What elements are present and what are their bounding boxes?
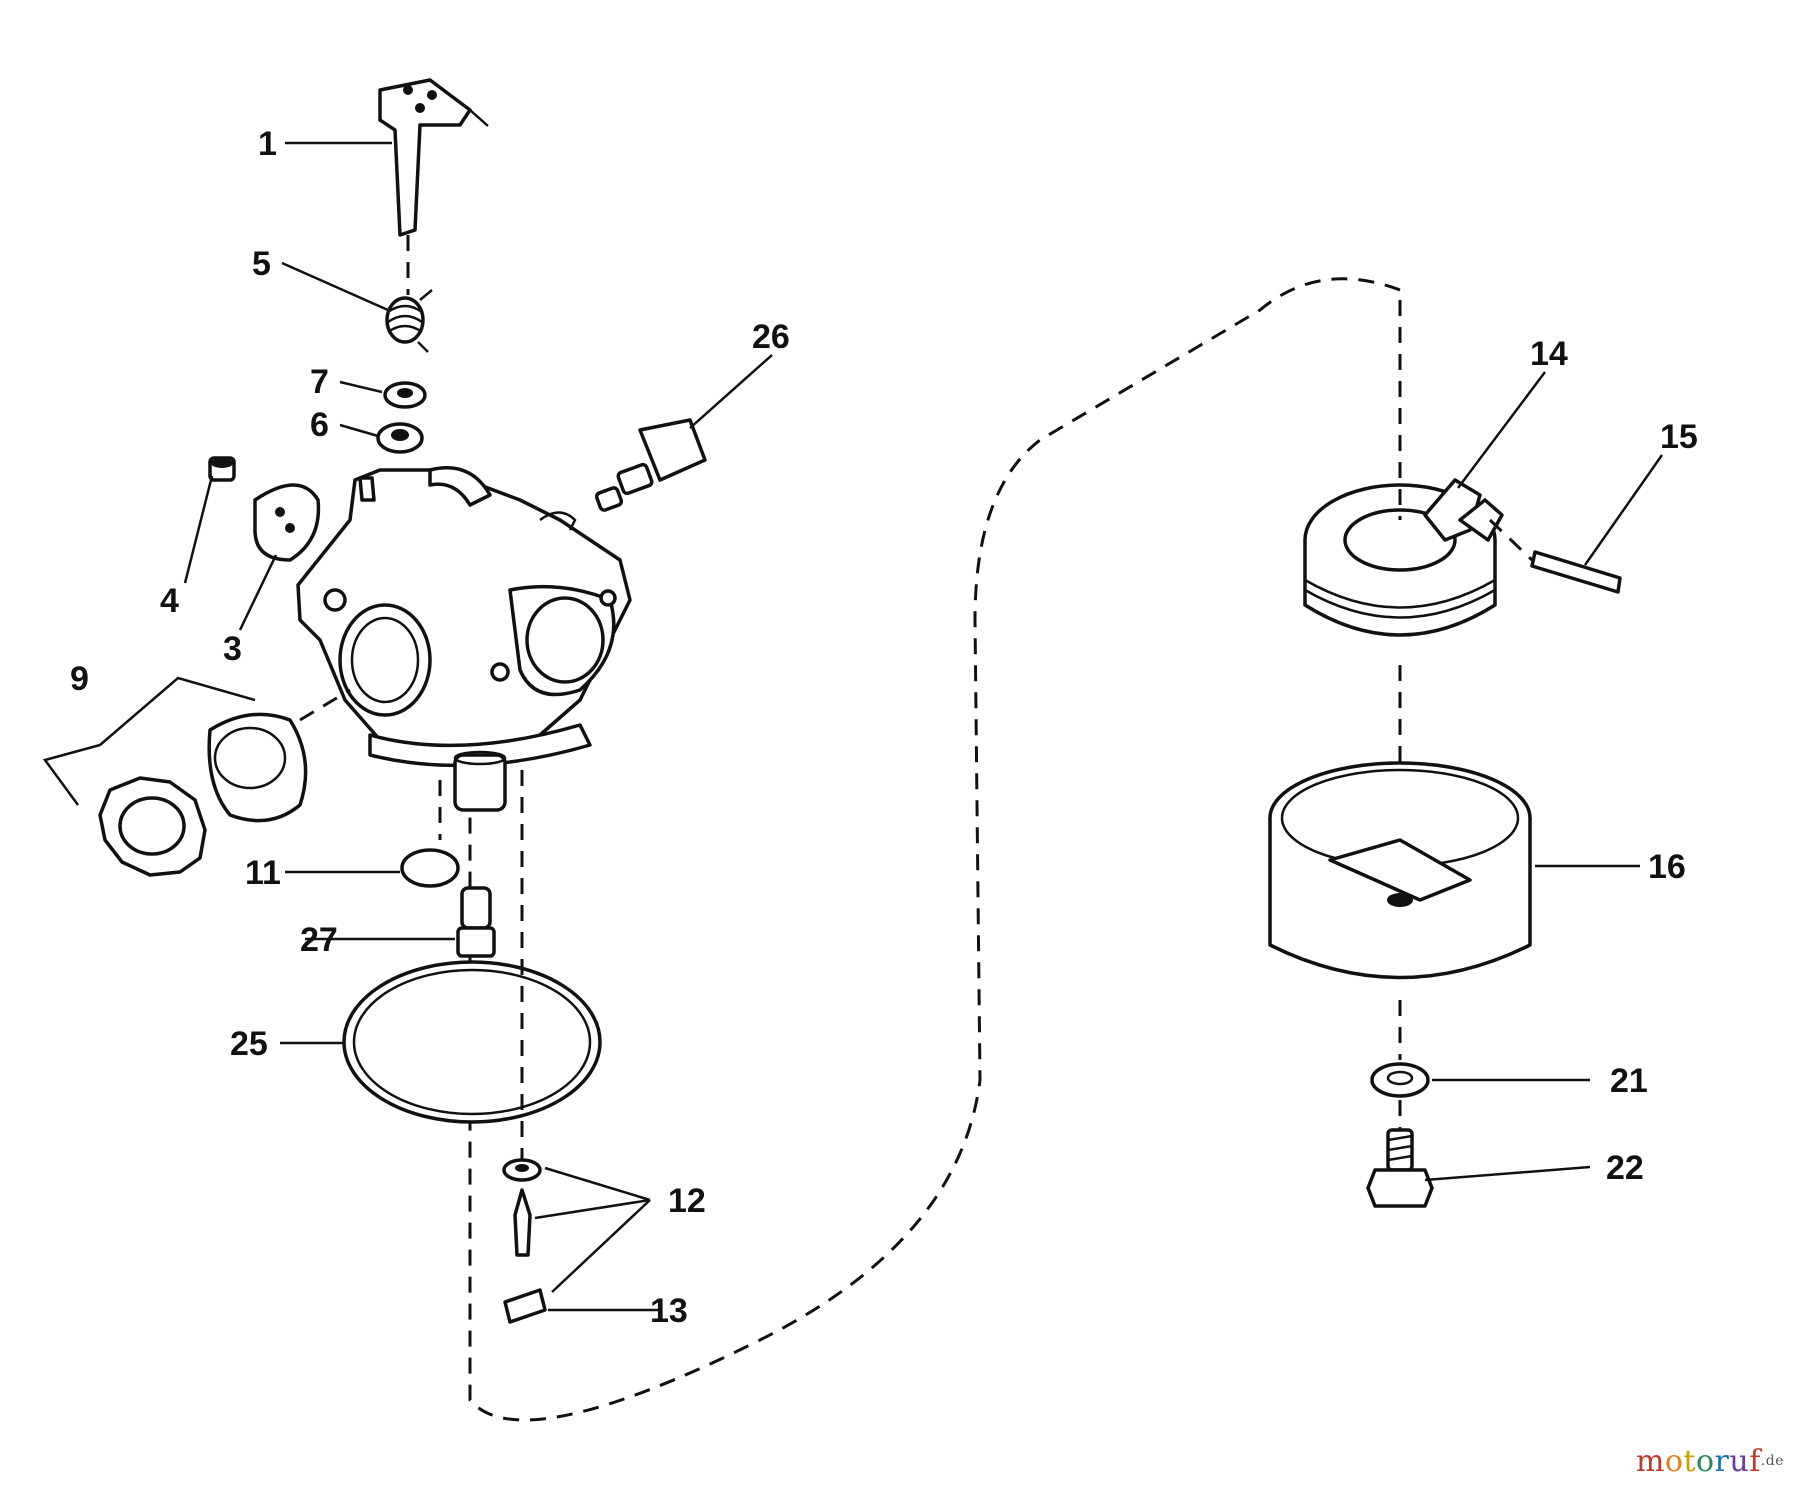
callout-labels: 1 5 7 6 4 3 9 26 11 27 25 12 13 14 15 16… (70, 125, 1698, 1330)
callout-9: 9 (70, 660, 89, 698)
callout-12: 12 (668, 1182, 706, 1220)
callout-21: 21 (1610, 1062, 1648, 1100)
part-22-bowl-nut (1366, 1128, 1434, 1208)
watermark-suffix: .de (1760, 1453, 1784, 1469)
part-15-pin (1530, 550, 1622, 594)
assembly-dashed-outline (468, 277, 1401, 1422)
part-5-spring (385, 289, 433, 353)
watermark-letter: t (1683, 1444, 1696, 1479)
part-26-fuel-fitting (594, 418, 707, 512)
callout-11: 11 (245, 854, 281, 892)
callout-14: 14 (1530, 335, 1568, 373)
part-12-needle-washer (502, 1158, 542, 1182)
callout-7: 7 (310, 363, 329, 401)
part-11-disc (400, 848, 460, 888)
part-12-needle (513, 1188, 532, 1257)
leader-lines (42, 141, 1664, 1312)
callout-16: 16 (1648, 848, 1686, 886)
part-27-nozzle (456, 886, 496, 958)
watermark-letter: f (1749, 1444, 1761, 1479)
callout-1: 1 (258, 125, 277, 163)
watermark-logo: motoruf.de (1636, 1444, 1784, 1479)
part-3-throttle-disc (253, 483, 321, 562)
callout-27: 27 (300, 921, 338, 959)
callout-26: 26 (752, 318, 790, 356)
callout-25: 25 (230, 1025, 268, 1063)
part-carburetor-body (296, 466, 632, 812)
callout-4: 4 (160, 582, 179, 620)
watermark-letter: o (1664, 1444, 1684, 1479)
part-7-washer (383, 381, 427, 409)
part-16-float-bowl (1268, 761, 1532, 980)
callout-5: 5 (252, 245, 271, 283)
callout-13: 13 (650, 1292, 688, 1330)
part-9-primer-bulb (98, 712, 308, 877)
callout-6: 6 (310, 406, 329, 444)
part-25-gasket-ring (342, 960, 602, 1124)
part-21-washer (1370, 1062, 1430, 1098)
watermark-letter: r (1714, 1444, 1730, 1479)
part-4-screw (208, 456, 236, 482)
watermark-letter: o (1695, 1444, 1715, 1479)
callout-15: 15 (1660, 418, 1698, 456)
part-14-float-top (1303, 478, 1504, 637)
callout-3: 3 (223, 630, 242, 668)
part-13-clip (503, 1288, 547, 1324)
watermark-letter: m (1635, 1444, 1665, 1479)
callout-22: 22 (1606, 1149, 1644, 1187)
watermark-letter: u (1729, 1444, 1750, 1479)
part-6-washer (376, 422, 424, 454)
part-1-throttle-bracket (378, 78, 489, 237)
